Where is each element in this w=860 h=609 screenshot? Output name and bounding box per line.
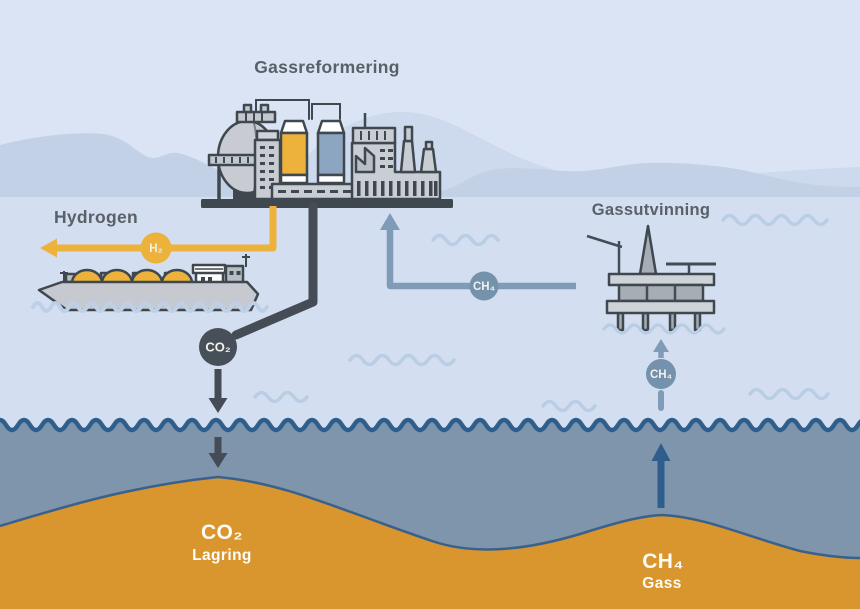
- co2-pipe: CO₂: [199, 201, 318, 413]
- h2-badge-label: H₂: [149, 243, 162, 255]
- co2-badge: [199, 328, 237, 366]
- ch4-gass-label: CH₄: [642, 550, 684, 573]
- co2-badge-label: CO₂: [205, 340, 231, 355]
- plant-pipe: [255, 99, 310, 120]
- hall-slats: [357, 181, 438, 196]
- sphere-vent: [242, 103, 253, 114]
- crane-arm: [586, 234, 623, 249]
- ch4-pipeline-arrow: CH₄: [380, 213, 576, 301]
- platform-base-wave: [602, 323, 726, 335]
- ch4-well-badge-label: CH₄: [650, 369, 672, 381]
- hydrogen-arrow: H₂: [40, 206, 277, 264]
- ch4-seep-arrow: [651, 443, 671, 508]
- offshore-platform: [586, 224, 726, 335]
- co2-seabed-arrow: [208, 437, 228, 468]
- lng-ship: [31, 254, 269, 313]
- co2-lagring-sublabel: Lagring: [192, 547, 252, 564]
- co2-lagring-label: CO₂: [201, 521, 243, 544]
- ch4-gass-sublabel: Gass: [642, 575, 682, 592]
- sawtooth-roof: [354, 146, 376, 174]
- gas-domes: [70, 268, 194, 285]
- waterline: [0, 417, 860, 433]
- wave-decoration: [748, 387, 830, 401]
- chimney: [419, 147, 438, 174]
- seabed-ground: [0, 477, 860, 609]
- gas-reforming-plant: [201, 99, 453, 208]
- gassutvinning-label: Gassutvinning: [592, 201, 711, 219]
- wave-decoration: [431, 233, 500, 247]
- sphere-vent: [259, 103, 270, 114]
- sphere-pedestal: [233, 190, 255, 200]
- chimney: [399, 139, 417, 174]
- seabed-edge: [0, 475, 860, 560]
- yellow-reformer-tank: [279, 119, 309, 185]
- gassreformering-label: Gassreformering: [254, 57, 400, 77]
- hall-windows-small: [380, 149, 393, 168]
- hydrogen-label: Hydrogen: [54, 207, 138, 227]
- platform-leg: [616, 311, 625, 332]
- ship-wake-wave: [31, 301, 269, 313]
- wave-decoration: [348, 353, 456, 367]
- clerestory: [351, 126, 397, 145]
- ch4-well-arrow: CH₄: [646, 339, 676, 411]
- h2-badge: [140, 232, 172, 264]
- ch4-pipeline-badge-label: CH₄: [473, 281, 495, 293]
- platform-leg: [641, 311, 650, 332]
- wave-decoration: [721, 213, 829, 227]
- ch4-pipeline-badge: [469, 271, 499, 301]
- ch4-well-badge: [646, 359, 676, 389]
- wave-decoration: [253, 390, 309, 404]
- plant-base: [201, 199, 453, 208]
- platform-mid: [617, 283, 705, 303]
- sea-surface: [0, 197, 860, 432]
- blue-reformer-tank: [316, 119, 346, 185]
- wave-decoration: [541, 399, 597, 413]
- plant-pipe: [311, 103, 341, 120]
- platform-leg: [668, 311, 677, 332]
- mountain-range-near: [0, 133, 860, 197]
- top-deck: [607, 272, 716, 287]
- sphere-cap: [235, 110, 277, 124]
- bottom-deck: [605, 299, 716, 315]
- tower-cap: [255, 129, 280, 142]
